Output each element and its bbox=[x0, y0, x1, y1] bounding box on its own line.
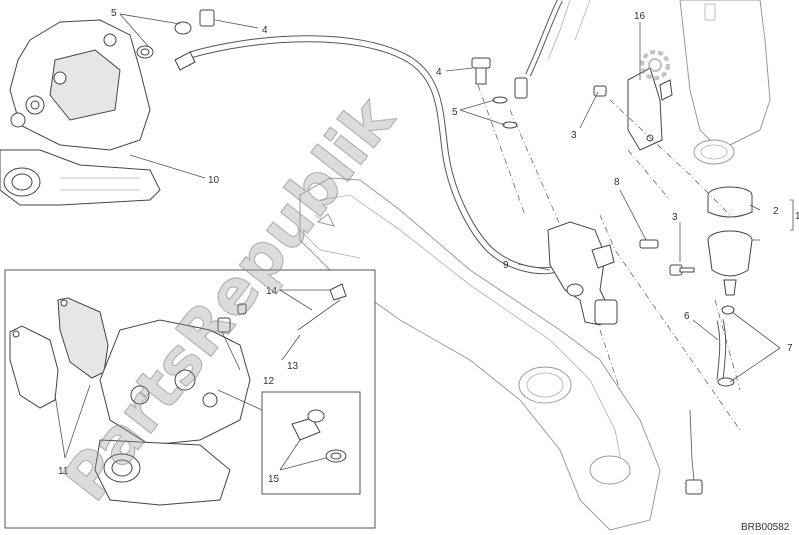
frame-upper-left bbox=[547, 0, 591, 61]
brake-hose-upper bbox=[174, 35, 562, 275]
master-cylinder bbox=[547, 221, 618, 326]
callout-9: 9 bbox=[503, 260, 509, 271]
callout-14: 14 bbox=[266, 286, 278, 297]
mounting-bolts bbox=[639, 239, 695, 276]
reservoir-hose bbox=[716, 305, 735, 387]
gear-icon bbox=[640, 50, 670, 80]
callout-5-right: 5 bbox=[452, 107, 458, 118]
banjo-bolt-right bbox=[471, 0, 563, 129]
bleed-valve-upper bbox=[136, 9, 215, 59]
brake-fluid-reservoir bbox=[707, 186, 753, 296]
callout-6: 6 bbox=[684, 311, 690, 322]
callout-13: 13 bbox=[287, 361, 299, 372]
callout-1: 1 bbox=[795, 211, 799, 222]
callout-5-upper-left: 5 bbox=[111, 8, 117, 19]
callout-3-upper: 3 bbox=[571, 130, 577, 141]
swingarm bbox=[299, 177, 661, 531]
callout-15: 15 bbox=[268, 474, 280, 485]
callout-8: 8 bbox=[614, 177, 620, 188]
callout-4-right: 4 bbox=[436, 67, 442, 78]
reservoir-bracket bbox=[593, 67, 673, 151]
leader-lines bbox=[54, 13, 794, 471]
callout-2: 2 bbox=[773, 206, 779, 217]
callout-11: 11 bbox=[58, 466, 69, 477]
callout-labels: 5 4 10 4 5 16 3 8 3 2 1 9 6 7 14 13 12 1… bbox=[58, 8, 799, 485]
callout-3-lower: 3 bbox=[672, 212, 678, 223]
rear-brake-caliper bbox=[0, 19, 161, 206]
brake-light-switch-wire bbox=[689, 409, 696, 491]
drawing-code: BRB00582 bbox=[741, 522, 790, 533]
callout-10: 10 bbox=[208, 175, 220, 186]
brake-light-switch bbox=[685, 479, 703, 495]
callout-4-upper-left: 4 bbox=[262, 25, 268, 36]
callout-12: 12 bbox=[263, 376, 275, 387]
callout-7: 7 bbox=[787, 343, 793, 354]
callout-16: 16 bbox=[634, 11, 646, 22]
caliper-detail-inset bbox=[4, 269, 376, 529]
frame-upper-right bbox=[679, 0, 771, 165]
